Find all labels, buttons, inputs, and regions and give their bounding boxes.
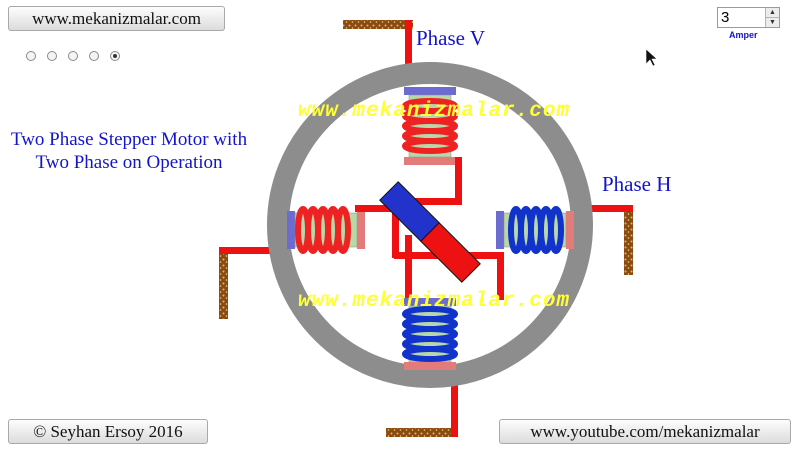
external-wires [219, 20, 633, 437]
mode-radio-1[interactable] [26, 51, 36, 61]
watermark-top: www.mekanizmalar.com [298, 100, 571, 123]
website-button[interactable]: www.mekanizmalar.com [8, 6, 225, 31]
mouse-pointer-icon [645, 48, 658, 67]
terminal-top [343, 20, 413, 29]
phase-v-label: Phase V [416, 26, 486, 50]
coil-phase-v-top [402, 98, 458, 154]
mode-radio-group [26, 51, 120, 61]
current-value: 3 [721, 9, 730, 26]
stepper-arrows[interactable]: ▲ ▼ [765, 8, 779, 27]
stepper-down-icon[interactable]: ▼ [766, 17, 779, 27]
pole-top [404, 87, 456, 165]
coil-phase-v-left [295, 206, 351, 254]
current-stepper[interactable]: 3 ▲ ▼ [717, 7, 780, 28]
current-unit-label: Amper [729, 30, 758, 40]
coil-phase-h-right [508, 206, 564, 254]
watermark-bottom: www.mekanizmalar.com [298, 290, 571, 313]
phase-h-label: Phase H [602, 172, 672, 196]
mode-radio-2[interactable] [47, 51, 57, 61]
page-title: Two Phase Stepper Motor with Two Phase o… [4, 128, 254, 174]
terminal-right [624, 205, 633, 275]
youtube-button[interactable]: www.youtube.com/mekanizmalar [499, 419, 791, 444]
terminal-left [219, 247, 228, 319]
stepper-up-icon[interactable]: ▲ [766, 8, 779, 17]
title-line-1: Two Phase Stepper Motor with [10, 129, 248, 150]
coil-phase-h-bottom [402, 306, 458, 362]
title-line-2: Two Phase on Operation [35, 152, 223, 173]
rotor-magnet [379, 181, 481, 283]
mode-radio-4[interactable] [89, 51, 99, 61]
mode-radio-5[interactable] [110, 51, 120, 61]
terminal-bottom [386, 428, 454, 437]
copyright-button[interactable]: © Seyhan Ersoy 2016 [8, 419, 208, 444]
mode-radio-3[interactable] [68, 51, 78, 61]
